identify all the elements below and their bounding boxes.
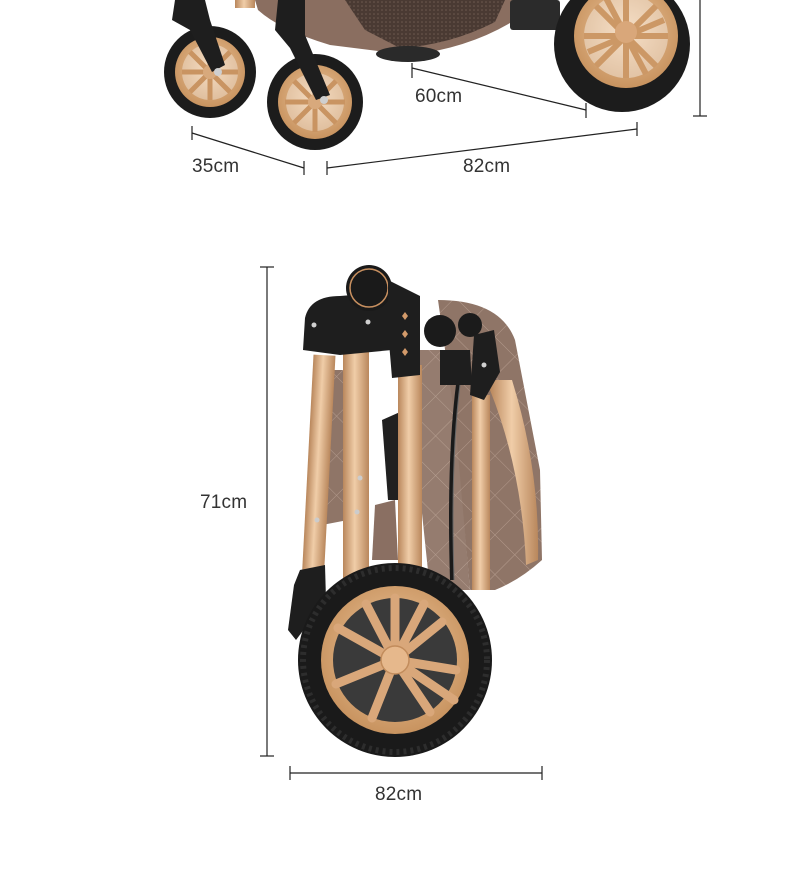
rear-wheel — [554, 0, 690, 112]
folded-stroller — [288, 265, 542, 757]
front-wheel-right — [267, 54, 363, 150]
basket-mesh — [345, 0, 505, 48]
unfolded-length-label: 82cm — [463, 156, 511, 177]
folded-height-label: 71cm — [200, 492, 248, 513]
depth-label: 60cm — [415, 86, 463, 107]
folded-wheel — [298, 563, 492, 757]
hinge-center — [388, 280, 420, 378]
folded-dimension-lines — [260, 266, 543, 780]
unfolded-stroller — [164, 0, 690, 150]
wheel-width-label: 35cm — [192, 156, 240, 177]
fold-knob — [346, 265, 392, 311]
front-wheel-left — [164, 26, 256, 118]
unfolded-dimension-lines — [191, 0, 707, 175]
folded-length-label: 82cm — [375, 784, 423, 805]
